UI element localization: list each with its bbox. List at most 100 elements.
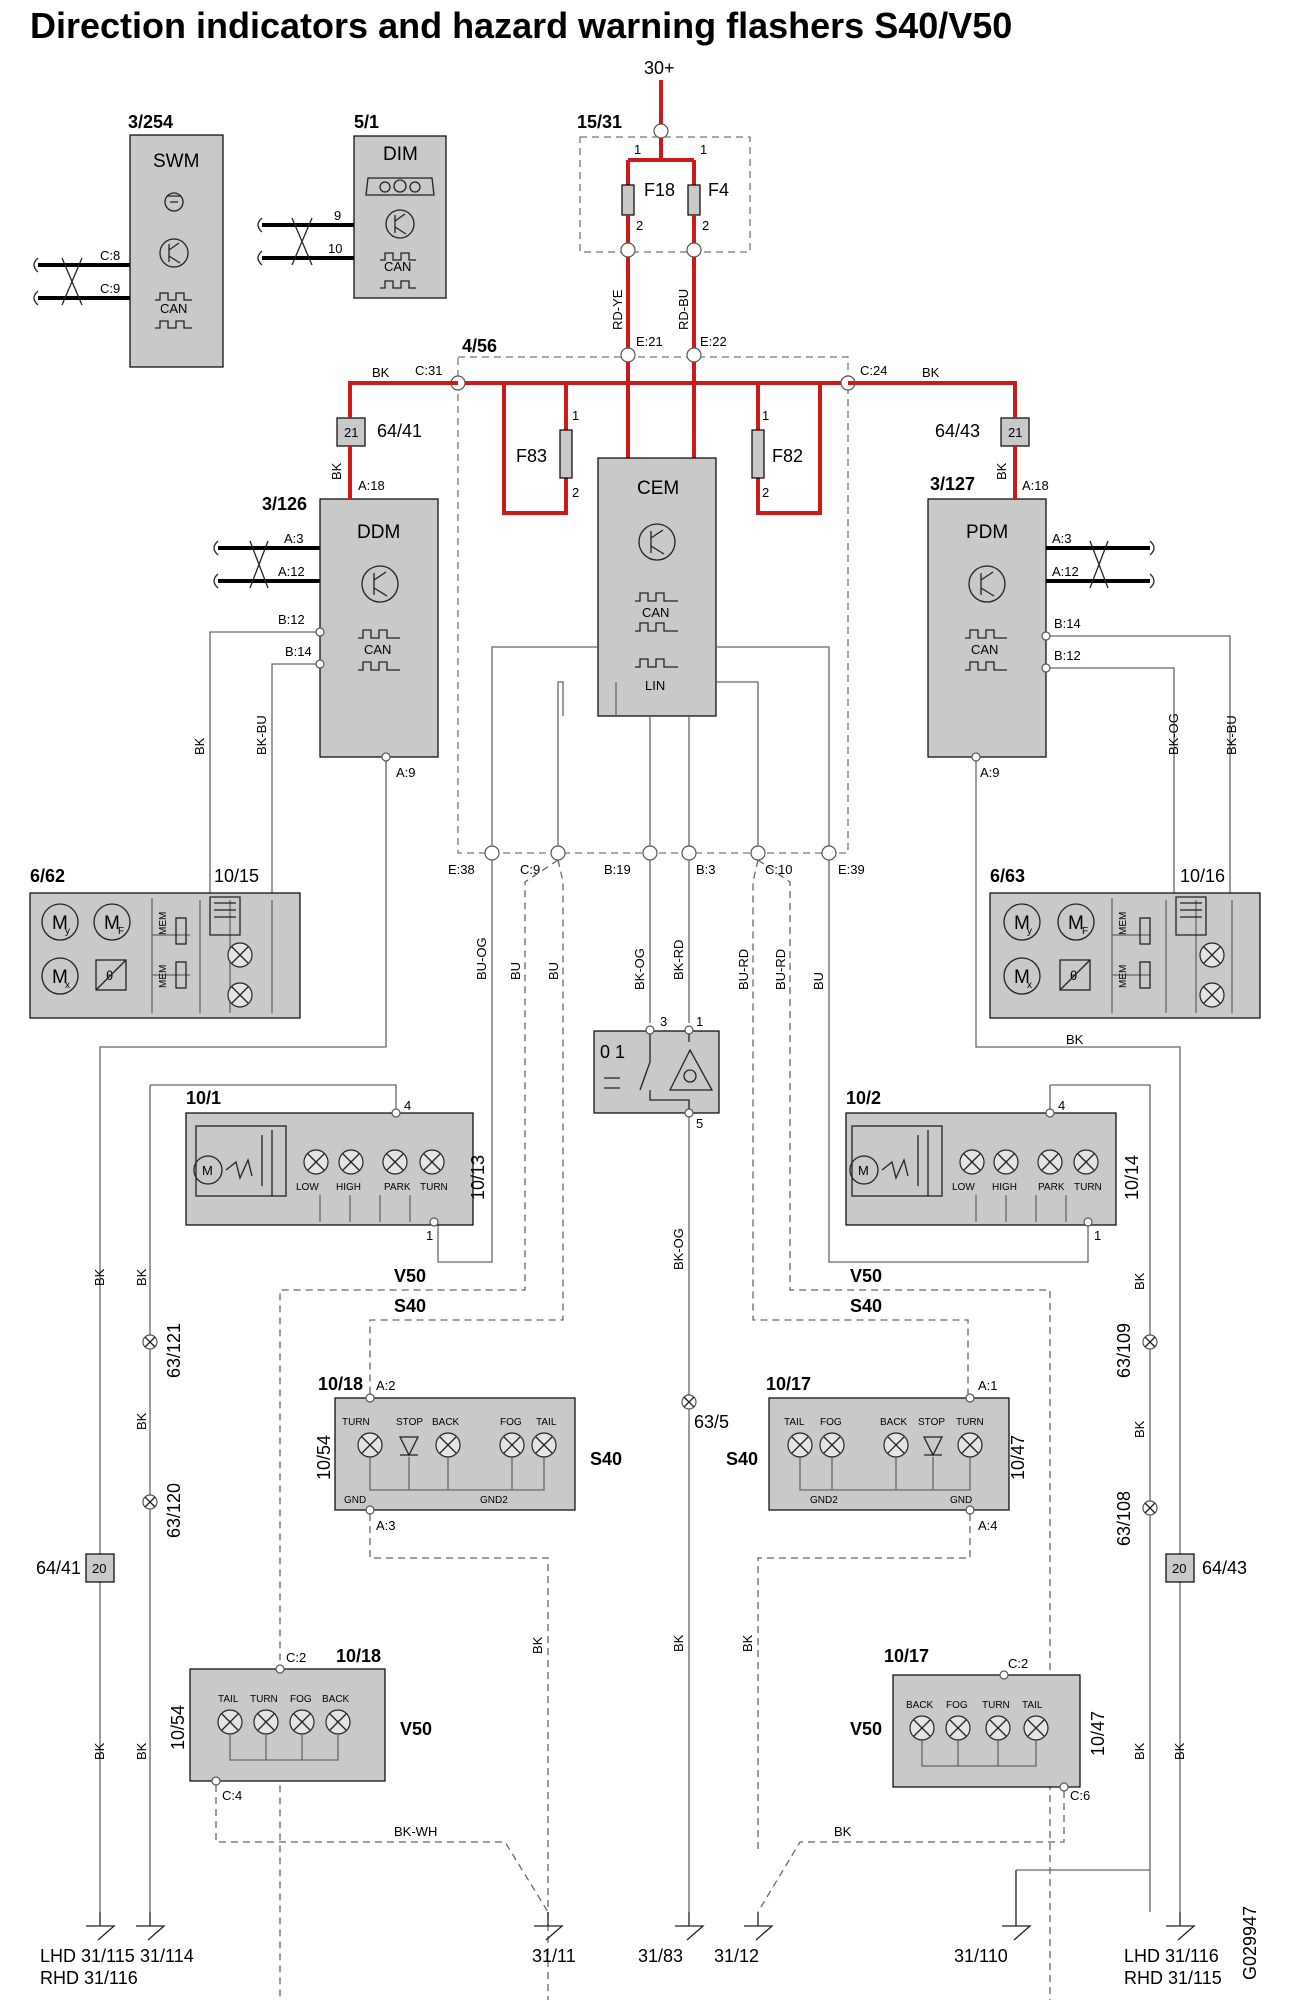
wire-bu-rd-label: BU-RD (773, 949, 788, 990)
hazard-triangle-icon (668, 1048, 714, 1091)
wire-bk-ddm: BK (372, 365, 390, 380)
ddm-pin-a9: A:9 (396, 765, 416, 780)
lamp-cross (963, 1153, 1095, 1171)
headlamp-left-internal (319, 1195, 411, 1222)
motor-icon (849, 1155, 879, 1185)
headlamp-right-lamp-id: 10/14 (1122, 1155, 1142, 1200)
wire-bk-og: BK-OG (1166, 713, 1181, 755)
fuse-f83-pin-in: 1 (572, 408, 579, 423)
rear-right-s40-id: 10/17 (766, 1374, 811, 1394)
wire-bk-label: BK (92, 1742, 107, 1760)
ddm-pin-b14: B:14 (285, 644, 312, 659)
repeater-63-109 (1142, 1334, 1158, 1350)
wire-bu-label: BU (508, 962, 523, 980)
lamp-high: HIGH (992, 1182, 1017, 1193)
cem-pin-c24: C:24 (860, 363, 887, 378)
cem-pin-c31: C:31 (415, 363, 442, 378)
wire-bk-og-label: BK-OG (671, 1228, 686, 1270)
wire-bk-label: BK (134, 1742, 149, 1760)
rear-right-v50-lamp-id: 10/47 (1088, 1711, 1108, 1756)
wire-bu-label: BU (811, 972, 826, 990)
connector-64-41-bottom (85, 1553, 115, 1583)
can-wave-icon (635, 592, 678, 602)
wire-bk-label: BK (1132, 1742, 1147, 1760)
rear-right-s40-node (965, 1505, 975, 1515)
lamp-cross (221, 1713, 347, 1731)
potentiometer-icon (225, 1130, 273, 1196)
twist-icon (249, 540, 269, 589)
hazard-node (684, 1108, 694, 1118)
heater-icon (1175, 896, 1207, 936)
potentiometer-icon (1139, 961, 1151, 989)
bus-break-icon (1149, 540, 1155, 589)
fuse-f83-pin-out: 2 (572, 485, 579, 500)
cem-pin-e39: E:39 (838, 862, 865, 877)
connector-64-43-label: 64/43 (935, 421, 980, 441)
mirror-left-internal (151, 898, 273, 1013)
headlamp-left-node (429, 1217, 439, 1227)
transistor-icon (385, 209, 415, 239)
wire-bk-pdm-vert: BK (994, 462, 1009, 480)
mirror-right-mem: MEM (1118, 912, 1129, 935)
wire-bu-v50-left (279, 859, 559, 2000)
potentiometer-icon (881, 1130, 929, 1196)
fuse-f82 (751, 429, 765, 479)
transistor-icon (361, 565, 399, 603)
rear-left-s40-internal (369, 1457, 545, 1491)
mirror-right-motor-f-sub: F (1082, 926, 1088, 937)
cem-pin-b19: B:19 (604, 862, 631, 877)
variant-s40-right: S40 (850, 1296, 882, 1316)
rear-left-v50-internal (229, 1734, 339, 1761)
repeater-63-121 (142, 1334, 158, 1350)
pdm-power-wire (848, 381, 1017, 499)
can-wave-icon (155, 292, 192, 301)
rear-right-s40-pin-a1: A:1 (978, 1378, 998, 1393)
mirror-right-motor-y-sub: y (1027, 926, 1032, 937)
led-icon (922, 1436, 944, 1457)
ddm-wires (99, 631, 387, 1912)
cem-node-e22 (686, 347, 702, 363)
ddm-node (381, 752, 391, 762)
wire-bk-wh-label: BK-WH (394, 1824, 437, 1839)
wire-bk-og-label: BK-OG (632, 948, 647, 990)
fuse-f4-label: F4 (708, 180, 729, 200)
connector-64-43-top (1000, 417, 1030, 447)
mirror-right-motor-x: M (1014, 967, 1030, 988)
gnd2-label: GND2 (810, 1495, 838, 1506)
fusebox-id: 15/31 (577, 112, 622, 132)
ground-31-11: 31/11 (532, 1946, 576, 1966)
wire-bu-og-label: BU-OG (474, 937, 489, 980)
ddm-power-wire (348, 381, 458, 499)
connector-pin-21: 21 (344, 425, 358, 440)
lamp-turn: TURN (342, 1417, 370, 1428)
motor-icon (41, 903, 131, 995)
fuse-f4-pin-out: 2 (702, 218, 709, 233)
dim-pin-9: 9 (334, 208, 341, 223)
fuse-f18-label: F18 (644, 180, 675, 200)
swm-pin-c9: C:9 (100, 281, 120, 296)
hazard-node (645, 1025, 655, 1035)
dim-id: 5/1 (354, 112, 379, 132)
mirror-left-mem: MEM (158, 912, 169, 935)
cem-name: CEM (637, 478, 679, 499)
lamp-low: LOW (296, 1182, 319, 1193)
rear-right-v50-ground (757, 1791, 1065, 1913)
pdm-pin-a12: A:12 (1052, 564, 1079, 579)
rear-right-v50-pin-c2: C:2 (1008, 1656, 1028, 1671)
ddm-pin-b12: B:12 (278, 612, 305, 627)
rear-left-s40-variant: S40 (590, 1449, 622, 1469)
pdm-wires (975, 635, 1231, 1912)
cem-feed-wires (626, 362, 696, 458)
fuse-f4-pin-in: 1 (700, 142, 707, 157)
cem-internal-wires (491, 646, 830, 846)
hazard-switch[interactable] (593, 1030, 720, 1114)
mirror-right-internal (1111, 898, 1233, 1013)
connector-pin-21: 21 (1008, 425, 1022, 440)
rear-left-v50-lamp-id: 10/54 (168, 1705, 188, 1750)
rear-right-v50-node (999, 1670, 1009, 1680)
repeater-63-108-label: 63/108 (1114, 1491, 1134, 1546)
ddm-name: DDM (357, 522, 400, 543)
wire-rd-ye: RD-YE (610, 289, 625, 330)
gnd-label: GND (344, 1495, 366, 1506)
rear-left-s40-pin-a3: A:3 (376, 1518, 396, 1533)
